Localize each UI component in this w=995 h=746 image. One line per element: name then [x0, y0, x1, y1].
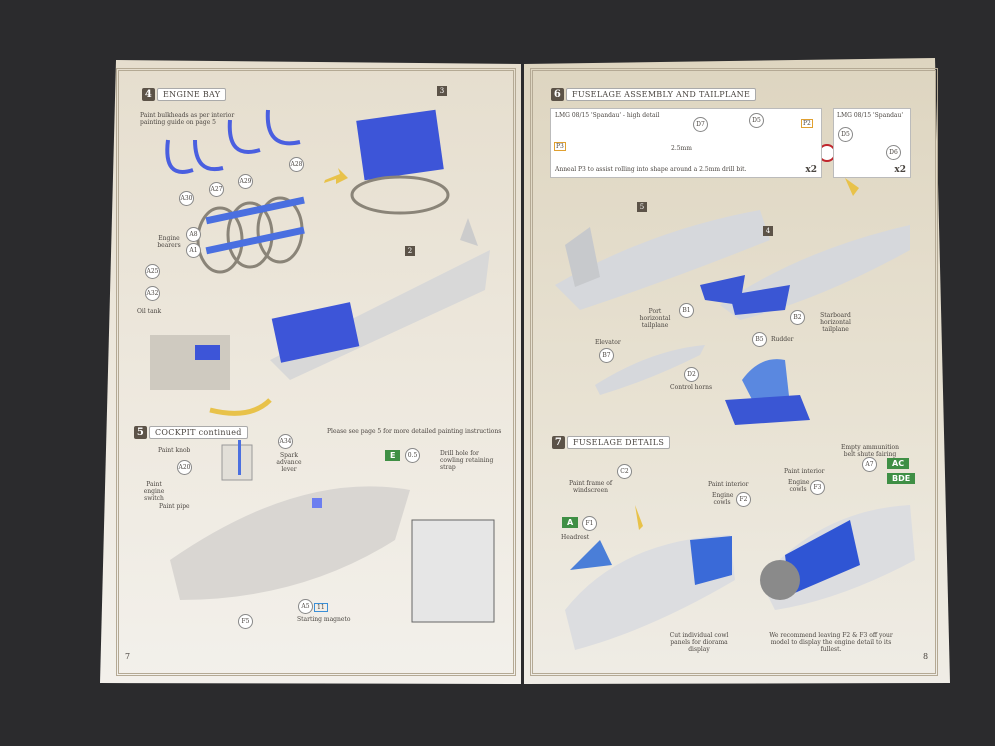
- step-number: 5: [134, 426, 147, 439]
- step-title: ENGINE BAY: [157, 88, 227, 101]
- paint-pipe-label: Paint pipe: [159, 503, 190, 510]
- step-title: FUSELAGE ASSEMBLY AND TAILPLANE: [566, 88, 757, 101]
- decal-11: 11: [314, 603, 328, 612]
- part-p2: P2: [801, 119, 813, 128]
- starboard-tailplane-label: Starboard horizontal tailplane: [820, 312, 851, 333]
- ammo-fairing-label: Empty ammunition belt shute fairing: [840, 444, 900, 458]
- fuselage-detail-left-drawing: [565, 535, 735, 650]
- part-a32: A32: [145, 286, 160, 301]
- step-title: COCKPIT continued: [149, 426, 248, 439]
- drill-size: 2.5mm: [671, 145, 692, 152]
- drill-size: 0.5: [405, 448, 420, 463]
- windscreen-label: Paint frame of windscreen: [568, 480, 613, 494]
- drill-note: Drill hole for cowling retaining strap: [440, 450, 494, 471]
- paint-interior-label: Paint interior: [784, 468, 825, 475]
- part-a29: A29: [238, 174, 253, 189]
- part-f3: F3: [810, 480, 825, 495]
- engine-cowls-label: Engine cowls: [712, 492, 734, 506]
- part-b7: B7: [599, 348, 614, 363]
- part-p3: P3: [554, 142, 566, 151]
- recommend-note: We recommend leaving F2 & F3 off your mo…: [769, 632, 893, 653]
- bulkhead-note: Paint bulkheads as per interior painting…: [140, 112, 235, 126]
- option-ac-tag: AC: [887, 458, 910, 469]
- anneal-note: Anneal P3 to assist rolling into shape a…: [555, 166, 747, 173]
- part-d2: D2: [684, 367, 699, 382]
- option-e-tag: E: [385, 450, 401, 461]
- part-b2: B2: [790, 310, 805, 325]
- part-d5: D5: [838, 127, 853, 142]
- quantity-x2: x2: [805, 165, 817, 175]
- part-b1: B1: [679, 303, 694, 318]
- part-d7: D7: [693, 117, 708, 132]
- part-a20: A20: [177, 460, 192, 475]
- engine-bearers-label: Engine bearers: [157, 235, 181, 249]
- cut-cowl-note: Cut individual cowl panels for diorama d…: [669, 632, 729, 653]
- spandau-high-detail-box: LMG 08/15 'Spandau' - high detail P3 D7 …: [550, 108, 822, 178]
- option-a-tag: A: [562, 517, 579, 528]
- part-b5: B5: [752, 332, 767, 347]
- cockpit-fuselage-drawing: [170, 486, 410, 600]
- box-title: LMG 08/15 'Spandau' - high detail: [555, 112, 660, 119]
- starting-magneto-label: Starting magneto: [297, 616, 351, 623]
- part-f2: F2: [736, 492, 751, 507]
- elevator-label: Elevator: [595, 339, 621, 346]
- arrow: [324, 168, 348, 184]
- paint-knob-label: Paint knob: [158, 447, 191, 454]
- rudder-label: Rudder: [771, 336, 794, 343]
- spandau-box: LMG 08/15 'Spandau' D5 D6 x2: [833, 108, 911, 178]
- part-c2: C2: [617, 464, 632, 479]
- spark-lever-label: Spark advance lever: [276, 452, 302, 473]
- headrest-label: Headrest: [561, 534, 590, 541]
- sub-assembly-5: 5: [637, 202, 647, 212]
- painting-note: Please see page 5 for more detailed pain…: [327, 428, 502, 435]
- port-tailplane-label: Port horizontal tailplane: [639, 308, 671, 329]
- option-bde-tag: BDE: [887, 473, 916, 484]
- step-title: FUSELAGE DETAILS: [567, 436, 671, 449]
- step-number: 7: [552, 436, 565, 449]
- part-a1: A1: [186, 243, 201, 258]
- bulkhead-drawings: [165, 109, 301, 174]
- paint-interior-label: Paint interior: [708, 481, 749, 488]
- part-a5: A5: [298, 599, 313, 614]
- sub-assembly-4: 4: [763, 226, 773, 236]
- control-horns-label: Control horns: [670, 384, 713, 391]
- sub-assembly-3: 3: [437, 86, 447, 96]
- fuselage-port-drawing: [555, 210, 770, 310]
- part-f5: F5: [238, 614, 253, 629]
- part-d6: D6: [886, 145, 901, 160]
- part-d5: D5: [749, 113, 764, 128]
- step-number: 4: [142, 88, 155, 101]
- part-a25: A25: [145, 264, 160, 279]
- sub-assembly-2: 2: [405, 246, 415, 256]
- detail-inset: [411, 519, 495, 623]
- left-page-border: [116, 68, 516, 676]
- right-page-border: [530, 68, 938, 676]
- page-number-left: 7: [125, 652, 131, 661]
- part-a8: A8: [186, 227, 201, 242]
- part-a28: A28: [289, 157, 304, 172]
- engine-cowls-label: Engine cowls: [788, 479, 810, 493]
- part-f1: F1: [582, 516, 597, 531]
- part-a27: A27: [209, 182, 224, 197]
- box-title: LMG 08/15 'Spandau': [837, 112, 903, 119]
- elevator-drawing: [595, 345, 705, 395]
- page-number-right: 8: [923, 652, 929, 661]
- quantity-x2: x2: [894, 165, 906, 175]
- bearer-bar: [205, 196, 305, 225]
- engine-drawing: [356, 109, 444, 181]
- step-number: 6: [551, 88, 564, 101]
- oil-tank-label: Oil tank: [137, 308, 162, 315]
- paint-switch-label: Paint engine switch: [143, 481, 165, 502]
- part-a34: A34: [278, 434, 293, 449]
- part-a7: A7: [862, 457, 877, 472]
- part-a30: A30: [179, 191, 194, 206]
